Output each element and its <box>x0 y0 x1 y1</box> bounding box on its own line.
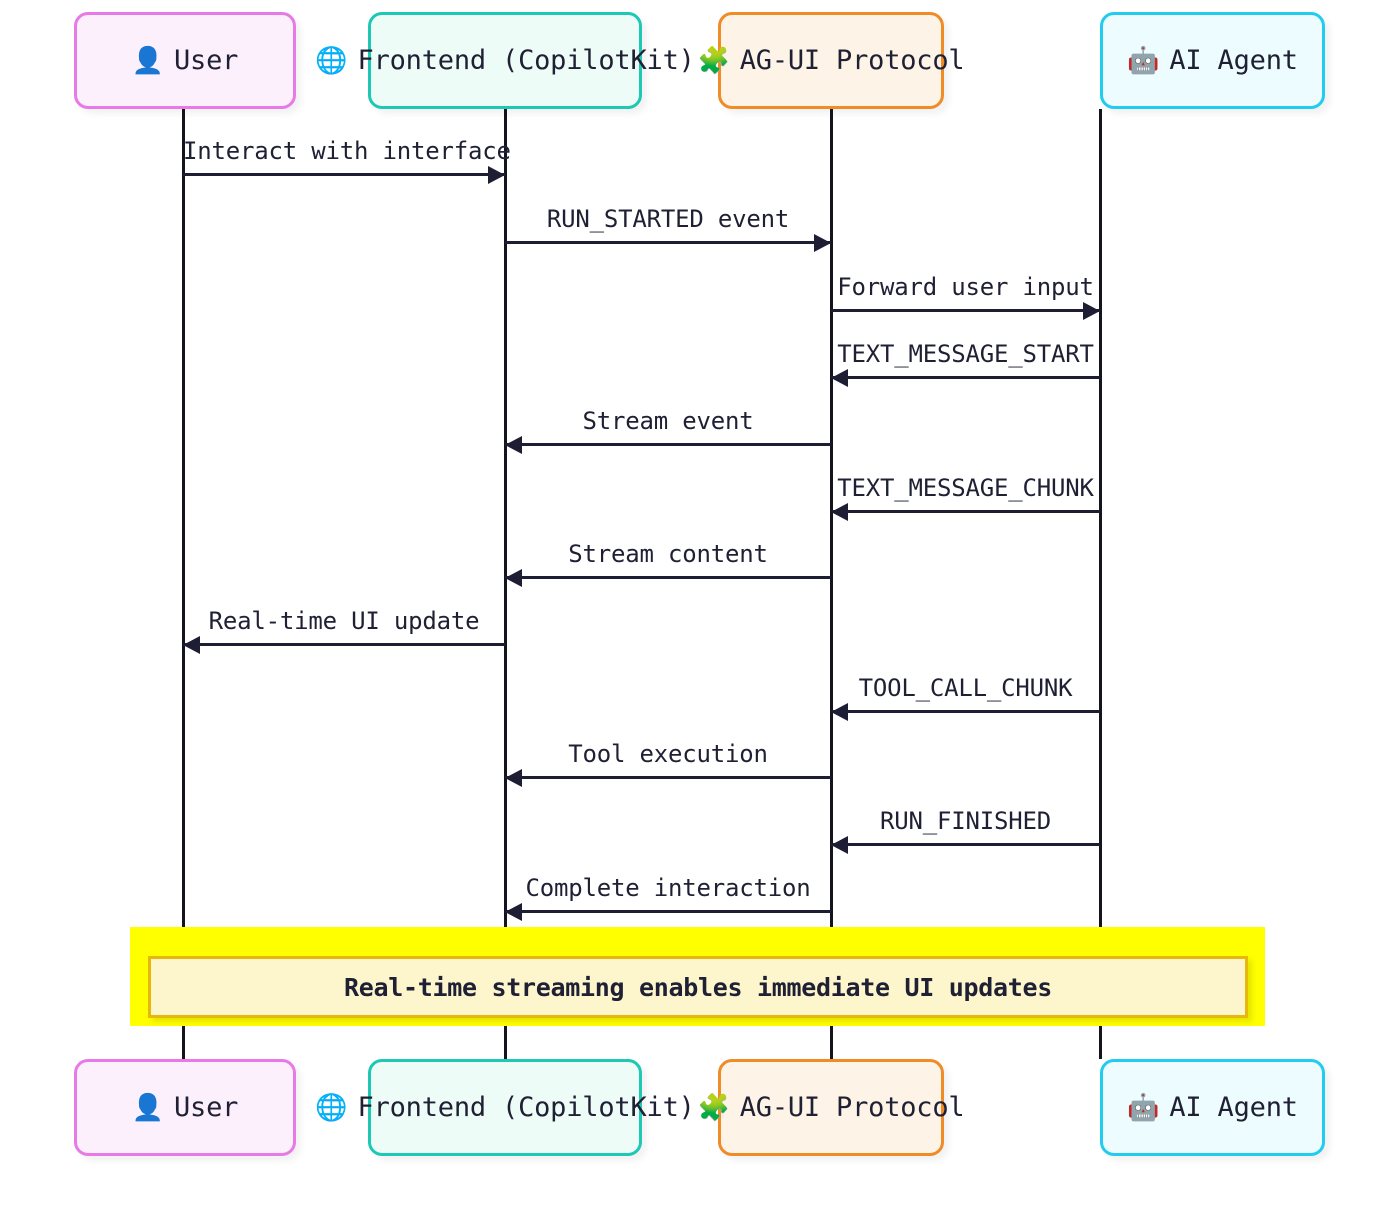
arrow-head-left <box>831 702 848 721</box>
participant-label-agui: AG-UI Protocol <box>739 45 965 76</box>
arrow-head-left <box>183 635 200 654</box>
message-label-4: Stream event <box>582 407 754 435</box>
participant-label-frontend: Frontend (CopilotKit) <box>357 45 695 76</box>
message-line-6 <box>505 576 831 579</box>
participant-label-agent: AI Agent <box>1169 1092 1298 1123</box>
arrow-head-right <box>1083 301 1100 320</box>
message-line-3 <box>831 376 1100 379</box>
participant-label-user: User <box>173 1092 239 1123</box>
globe-icon: 🌐 <box>315 45 348 76</box>
arrow-head-left <box>831 835 848 854</box>
message-label-5: TEXT_MESSAGE_CHUNK <box>837 474 1094 502</box>
participant-box-agui-bottom[interactable]: 🧩 AG-UI Protocol <box>698 1059 965 1156</box>
message-line-7 <box>183 643 505 646</box>
participant-box-user-top[interactable]: 👤 User <box>74 12 296 109</box>
message-label-6: Stream content <box>568 540 768 568</box>
globe-icon: 🌐 <box>315 1092 348 1123</box>
message-line-2 <box>831 309 1100 312</box>
participant-label-agui: AG-UI Protocol <box>739 1092 965 1123</box>
arrow-head-left <box>831 368 848 387</box>
message-label-7: Real-time UI update <box>208 607 480 635</box>
arrow-head-right <box>488 165 505 184</box>
participant-box-user-bottom[interactable]: 👤 User <box>74 1059 296 1156</box>
participant-box-frontend-bottom[interactable]: 🌐 Frontend (CopilotKit) <box>315 1059 695 1156</box>
robot-icon: 🤖 <box>1127 1092 1160 1123</box>
arrow-head-left <box>505 768 522 787</box>
message-line-5 <box>831 510 1100 513</box>
arrow-head-left <box>831 502 848 521</box>
message-line-9 <box>505 776 831 779</box>
message-line-10 <box>831 843 1100 846</box>
participant-label-agent: AI Agent <box>1169 45 1298 76</box>
message-line-11 <box>505 910 831 913</box>
person-icon: 👤 <box>131 45 164 76</box>
arrow-head-left <box>505 435 522 454</box>
arrow-head-left <box>505 902 522 921</box>
message-line-1 <box>505 241 831 244</box>
message-label-10: RUN_FINISHED <box>880 807 1051 835</box>
person-icon: 👤 <box>131 1092 164 1123</box>
message-label-1: RUN_STARTED event <box>546 205 790 233</box>
lifeline-agui <box>830 109 833 1059</box>
lifeline-agent <box>1099 109 1102 1059</box>
message-label-11: Complete interaction <box>525 874 811 902</box>
message-line-0 <box>183 173 505 176</box>
arrow-head-right <box>814 233 831 252</box>
note-text: Real-time streaming enables immediate UI… <box>343 972 1053 1002</box>
lifeline-user <box>182 109 185 1059</box>
participant-box-frontend-top[interactable]: 🌐 Frontend (CopilotKit) <box>315 12 695 109</box>
arrow-head-left <box>505 568 522 587</box>
participant-label-frontend: Frontend (CopilotKit) <box>357 1092 695 1123</box>
robot-icon: 🤖 <box>1127 45 1160 76</box>
puzzle-piece-icon: 🧩 <box>697 45 730 76</box>
message-line-8 <box>831 710 1100 713</box>
puzzle-piece-icon: 🧩 <box>697 1092 730 1123</box>
message-label-9: Tool execution <box>568 740 768 768</box>
message-line-4 <box>505 443 831 446</box>
participant-box-agui-top[interactable]: 🧩 AG-UI Protocol <box>698 12 965 109</box>
message-label-0: Interact with interface <box>183 137 511 165</box>
note-box: Real-time streaming enables immediate UI… <box>148 956 1248 1018</box>
participant-label-user: User <box>173 45 239 76</box>
message-label-3: TEXT_MESSAGE_START <box>837 340 1094 368</box>
message-label-8: TOOL_CALL_CHUNK <box>858 674 1073 702</box>
participant-box-agent-bottom[interactable]: 🤖 AI Agent <box>1100 1059 1325 1156</box>
message-label-2: Forward user input <box>837 273 1094 301</box>
participant-box-agent-top[interactable]: 🤖 AI Agent <box>1100 12 1325 109</box>
